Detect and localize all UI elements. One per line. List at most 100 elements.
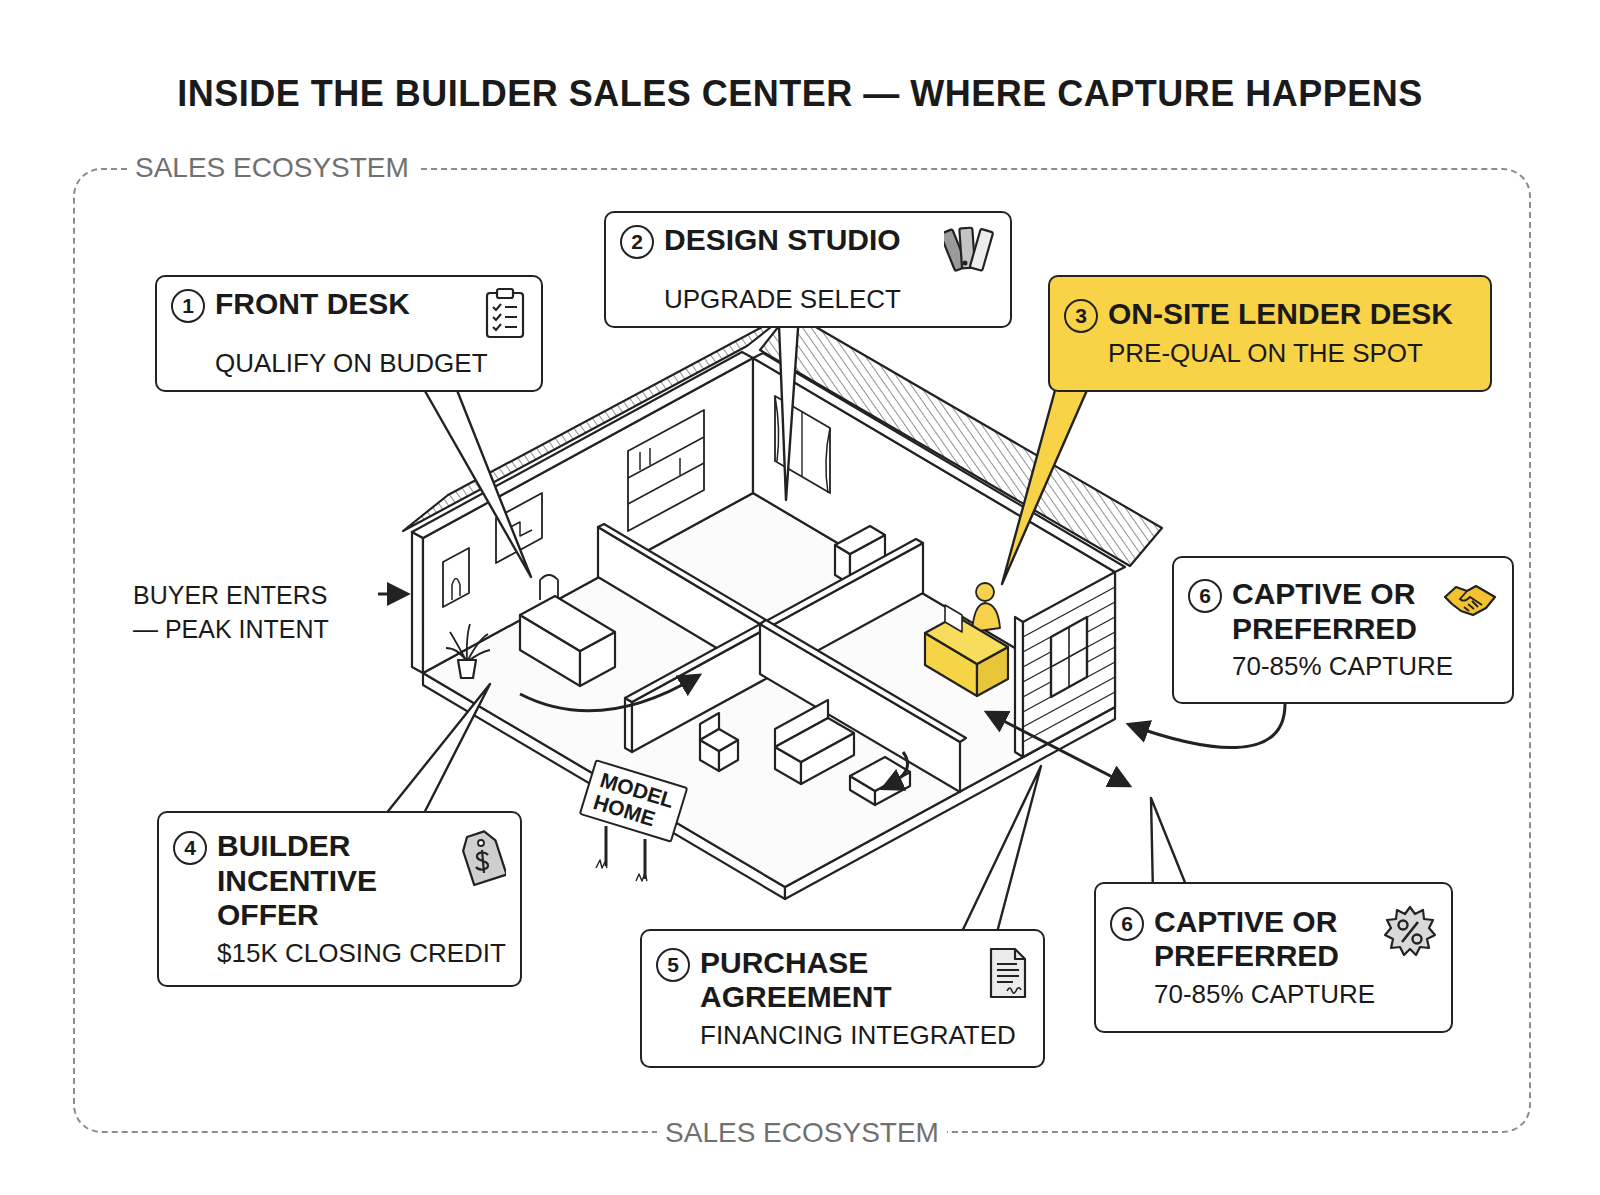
sketch-part bbox=[850, 757, 910, 791]
sketch-part bbox=[700, 729, 738, 751]
callout-box: 3ON-SITE LENDER DESKPRE-QUAL ON THE SPOT bbox=[1048, 275, 1492, 392]
sketch-part bbox=[497, 289, 513, 298]
sketch-part bbox=[458, 660, 476, 678]
callout-icon bbox=[460, 829, 506, 891]
sketch-part bbox=[1015, 617, 1023, 757]
callout-number: 5 bbox=[656, 948, 690, 982]
sketch-part bbox=[778, 300, 800, 500]
sign-text: MODEL HOME bbox=[591, 768, 677, 834]
callout-subtext: 70-85% CAPTURE bbox=[1232, 650, 1498, 683]
callout-subtext: QUALIFY ON BUDGET bbox=[215, 347, 527, 380]
callout-heading: ON-SITE LENDER DESK bbox=[1108, 297, 1453, 332]
sketch-part bbox=[801, 412, 802, 477]
callout-header-row: 1 FRONT DESK bbox=[171, 287, 527, 343]
callout-box: 4 BUILDER INCENTIVE OFFER $15K CLOSING CRE… bbox=[157, 811, 522, 987]
sketch-part bbox=[649, 448, 651, 465]
sketch-part bbox=[443, 548, 469, 607]
callout-icon bbox=[944, 223, 996, 279]
callout-header-row: 6 CAPTIVE OR PREFERRED bbox=[1188, 577, 1498, 646]
callout-heading: PURCHASE AGREEMENT bbox=[700, 946, 930, 1015]
sketch-part bbox=[1023, 572, 1115, 757]
callout-number: 3 bbox=[1064, 299, 1098, 333]
sketch-part bbox=[944, 223, 996, 275]
sketch-part bbox=[487, 293, 523, 337]
callout-number: 2 bbox=[620, 225, 654, 259]
sketch-part bbox=[1460, 591, 1482, 611]
sketch-part bbox=[596, 860, 647, 881]
callout-number: 1 bbox=[171, 289, 205, 323]
callout-heading: FRONT DESK bbox=[215, 287, 410, 322]
callout-header-row: 2 DESIGN STUDIO bbox=[620, 223, 996, 279]
sketch-part bbox=[1413, 934, 1422, 943]
callout-icon bbox=[987, 946, 1029, 1004]
callout-box: 5 PURCHASE AGREEMENT FINANCING INTEGRATED bbox=[640, 929, 1045, 1068]
callout-icon bbox=[1442, 577, 1498, 625]
sketch-part bbox=[1442, 577, 1498, 621]
callout-subtext: $15K CLOSING CREDIT bbox=[217, 937, 506, 970]
sketch-part bbox=[835, 526, 885, 554]
callout-subtext: UPGRADE SELECT bbox=[664, 283, 996, 316]
sketch-part bbox=[378, 593, 406, 596]
sketch-part bbox=[1015, 949, 1025, 959]
callout-number: 6 bbox=[1188, 579, 1222, 613]
region-label: SALES ECOSYSTEM bbox=[127, 152, 417, 184]
callout-subtext: FINANCING INTEGRATED bbox=[700, 1019, 1029, 1052]
sketch-part bbox=[452, 579, 460, 601]
sketch-part bbox=[991, 949, 1025, 997]
sketch-part bbox=[460, 829, 506, 887]
sketch-part bbox=[1130, 704, 1285, 748]
callout-box: 6CAPTIVE OR PREFERRED 70-85% CAPTURE bbox=[1094, 882, 1453, 1033]
sketch-part bbox=[598, 524, 766, 624]
sketch-part bbox=[1399, 920, 1408, 929]
sketch-part bbox=[775, 718, 854, 762]
sketch-part bbox=[1023, 692, 1115, 742]
region-label: SALES ECOSYSTEM bbox=[657, 1117, 947, 1149]
callout-header-row: 4 BUILDER INCENTIVE OFFER bbox=[173, 829, 506, 933]
sketch-part bbox=[1051, 647, 1087, 667]
callout-number: 4 bbox=[173, 831, 207, 865]
callout-heading: CAPTIVE OR PREFERRED bbox=[1232, 577, 1432, 646]
sketch-part bbox=[976, 583, 994, 601]
sketch-part bbox=[520, 596, 615, 651]
sketch-part bbox=[476, 850, 488, 873]
sketch-part bbox=[925, 616, 1008, 664]
callout-heading: CAPTIVE OR PREFERRED bbox=[1154, 905, 1354, 974]
callout-box: 2 DESIGN STUDIO UPGRADE SELECT bbox=[604, 211, 1012, 328]
sketch-part bbox=[958, 766, 1041, 940]
flow-arrows bbox=[378, 594, 1285, 788]
sketch-part bbox=[1445, 586, 1495, 615]
sketch-part bbox=[997, 964, 1019, 982]
sketch-part bbox=[413, 370, 531, 577]
sketch-part bbox=[1023, 587, 1115, 742]
callout-box: 6 CAPTIVE OR PREFERRED 70-85% CAPTURE bbox=[1172, 556, 1514, 704]
sketch-part bbox=[460, 829, 506, 885]
sketch-part bbox=[1051, 617, 1087, 697]
sketch-part bbox=[884, 752, 908, 788]
sketch-part bbox=[1383, 905, 1437, 959]
callout-icon bbox=[1383, 905, 1437, 963]
callout-box: 1 FRONT DESK QUALIFY ON BUDGET bbox=[155, 275, 543, 392]
sketch-part bbox=[478, 840, 484, 846]
model-home-sign: MODEL HOME bbox=[579, 759, 689, 843]
callout-header-row: 6CAPTIVE OR PREFERRED bbox=[1110, 905, 1437, 974]
sketch-part bbox=[760, 624, 960, 792]
sketch-part bbox=[483, 287, 527, 339]
sketch-part bbox=[605, 826, 608, 866]
sketch-part bbox=[1385, 907, 1435, 955]
sketch-part bbox=[987, 946, 1029, 1000]
callout-subtext: 70-85% CAPTURE bbox=[1154, 978, 1437, 1011]
callout-heading: DESIGN STUDIO bbox=[664, 223, 901, 258]
sketch-part bbox=[1002, 372, 1095, 584]
sketch-part bbox=[1007, 987, 1021, 992]
sketch-part bbox=[412, 532, 423, 673]
sketch-part bbox=[963, 261, 968, 266]
sketch-part bbox=[1402, 922, 1418, 942]
sketch-part bbox=[1151, 798, 1190, 895]
sketch-part bbox=[988, 713, 1128, 785]
callout-heading: BUILDER INCENTIVE OFFER bbox=[217, 829, 377, 933]
sketch-part bbox=[679, 458, 681, 475]
sketch-part bbox=[970, 229, 994, 271]
sketch-part bbox=[628, 437, 704, 478]
sketch-part bbox=[493, 304, 517, 330]
